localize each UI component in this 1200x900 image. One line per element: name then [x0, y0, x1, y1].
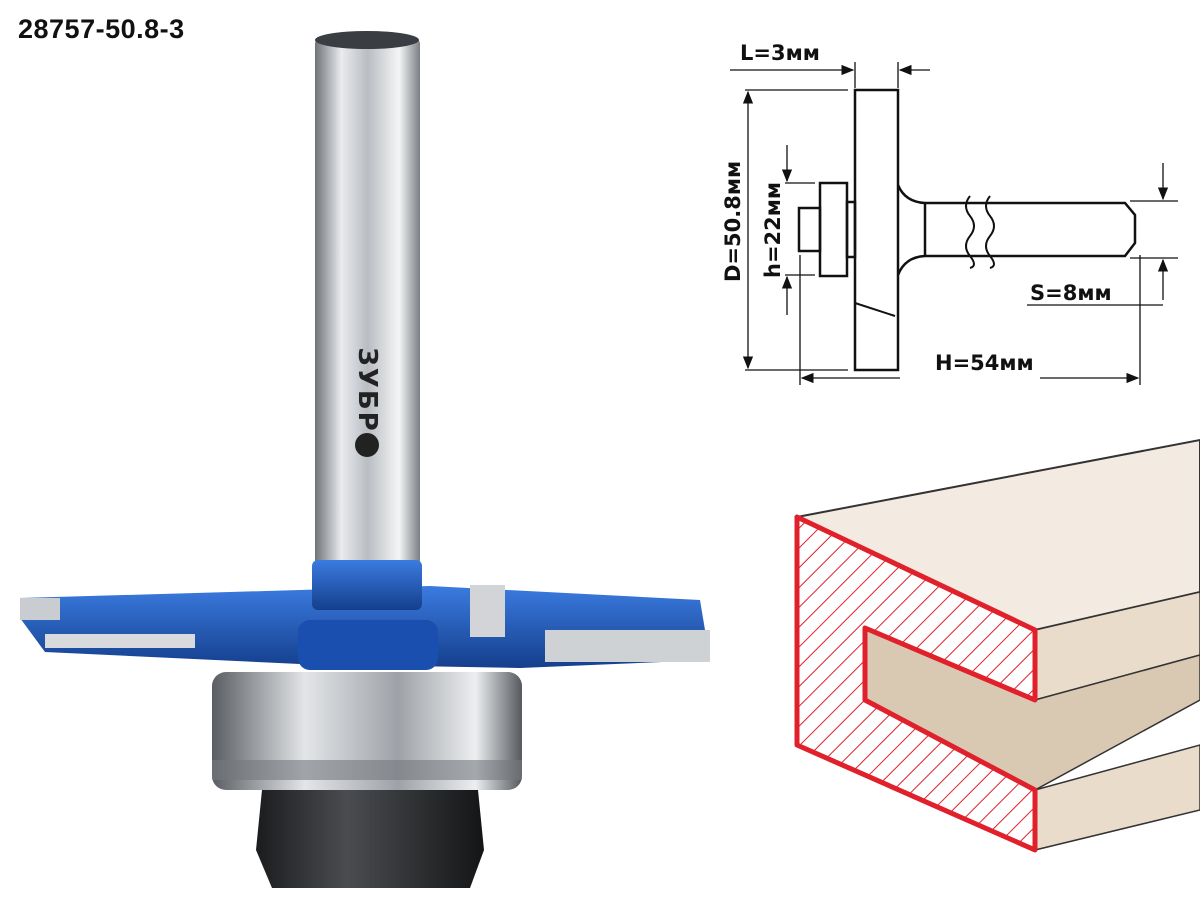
dim-h-label: h=22мм: [761, 182, 785, 278]
technical-drawing: [730, 62, 1178, 385]
svg-text:ЗУБР: ЗУБР: [352, 347, 382, 432]
product-code: 28757-50.8-3: [18, 14, 185, 44]
router-bit: ЗУБР: [20, 31, 710, 888]
dim-H-label: H=54мм: [935, 351, 1034, 375]
collar: [312, 560, 422, 610]
dim-S-label: S=8мм: [1030, 281, 1112, 305]
brand-logo: ЗУБР: [352, 347, 382, 432]
hatched-section: [794, 514, 1038, 853]
logo-emblem-icon: [355, 433, 379, 457]
dim-D-label: D=50.8мм: [721, 161, 745, 282]
dim-L-label: L=3мм: [740, 41, 820, 65]
nut: [256, 790, 484, 888]
shank: [315, 38, 420, 568]
groove-profile: [793, 438, 1200, 853]
